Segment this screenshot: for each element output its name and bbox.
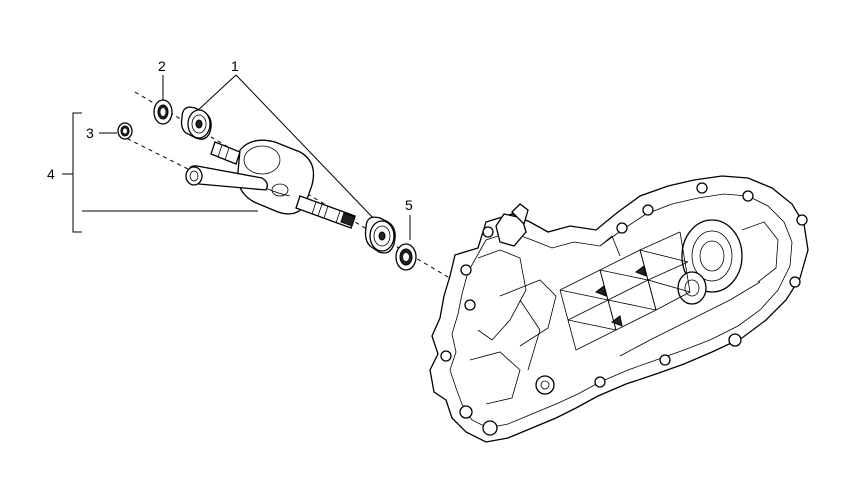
oil-seal-part-2 bbox=[153, 99, 173, 125]
group-bracket-4 bbox=[72, 112, 82, 233]
callout-3: 3 bbox=[86, 125, 117, 141]
callout-5: 5 bbox=[405, 197, 413, 240]
crankcase-housing bbox=[429, 175, 809, 443]
assembly-axis-line-pin bbox=[119, 134, 201, 176]
bearing-part-1-bottom bbox=[364, 216, 396, 254]
callout-2: 2 bbox=[158, 58, 166, 100]
callout-label-4: 4 bbox=[47, 166, 55, 182]
leader-line-1b bbox=[235, 74, 378, 223]
needle-bearing-part-3 bbox=[117, 122, 133, 140]
callout-label-1: 1 bbox=[231, 58, 239, 74]
callout-label-5: 5 bbox=[405, 197, 413, 213]
leader-line-1a bbox=[195, 74, 237, 113]
callout-label-3: 3 bbox=[86, 125, 94, 141]
bearing-part-1-top bbox=[180, 106, 212, 140]
callout-1: 1 bbox=[195, 58, 378, 223]
crankshaft-part-4 bbox=[185, 139, 356, 229]
oil-seal-part-5 bbox=[395, 243, 417, 271]
callout-4: 4 bbox=[47, 112, 258, 233]
callout-label-2: 2 bbox=[158, 58, 166, 74]
